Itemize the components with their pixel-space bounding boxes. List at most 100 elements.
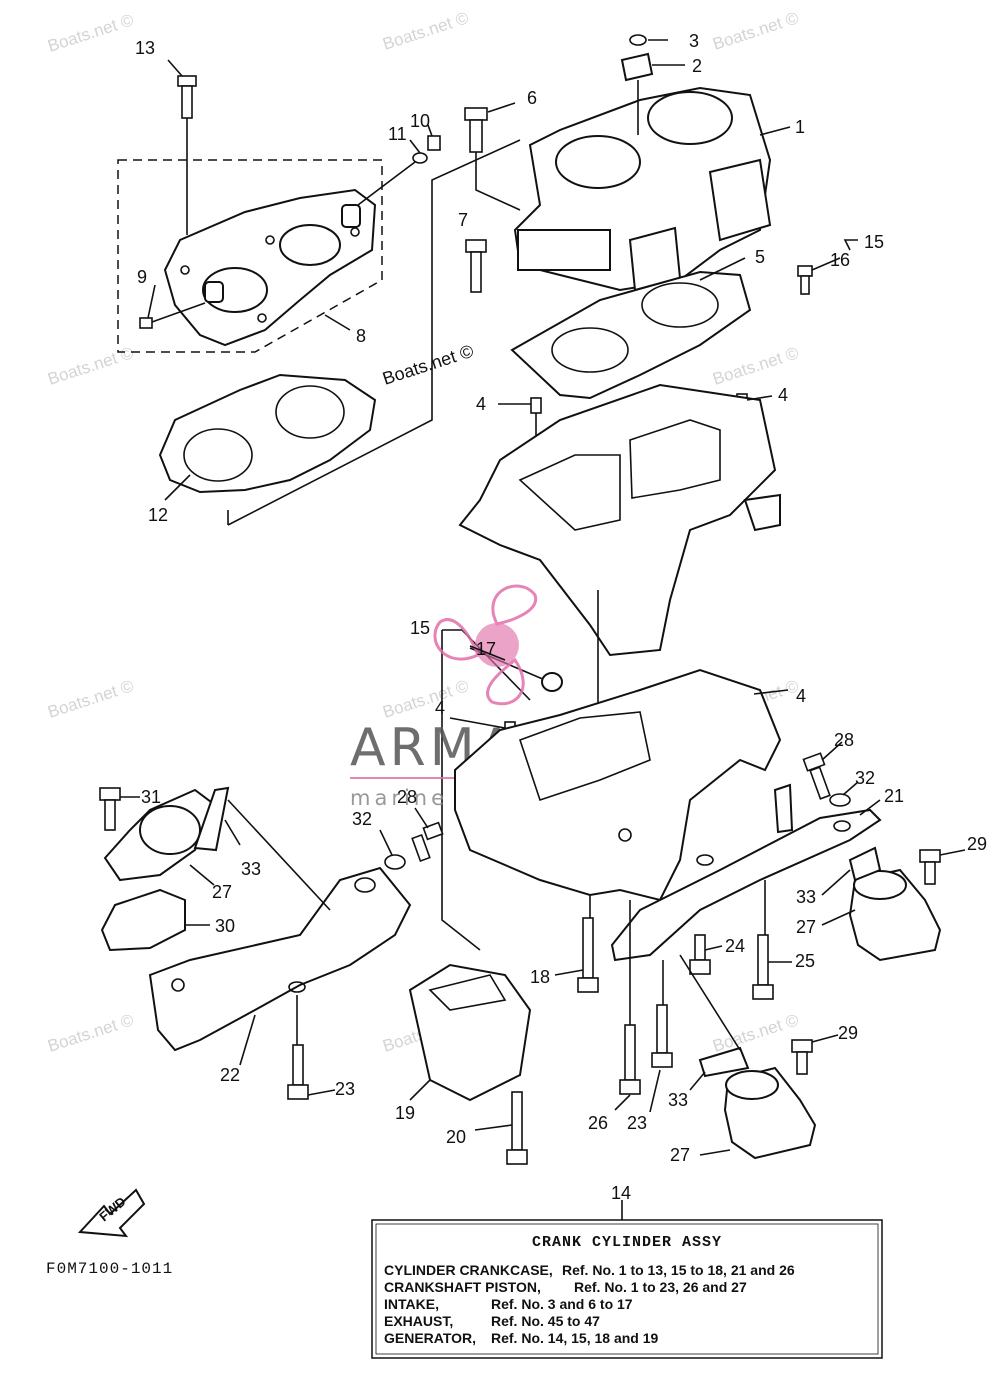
callout: 4 [796,686,806,706]
bolt-31 [99,787,121,831]
assy-row-name: EXHAUST, [384,1313,453,1329]
bolt-24 [689,934,711,975]
callout: 4 [435,698,445,718]
bolt-28-right [802,752,831,800]
leader-left-frame [441,630,481,951]
callout: 21 [884,786,904,806]
bracket-15-16 [843,239,858,251]
bolt-28-left [411,821,444,863]
callout: 3 [689,31,699,51]
bolt-16 [797,265,813,295]
mount-plate-30 [100,888,186,952]
callout: 15 [410,618,430,638]
washer-32-left [384,854,406,870]
bolt-7 [465,239,487,293]
callout: 12 [148,505,168,525]
callout: 9 [137,267,147,287]
callout: 6 [527,88,537,108]
callout: 18 [530,967,550,987]
callout: 23 [627,1113,647,1133]
cylinder-head-group-frame [117,159,383,353]
watermark: Boats.net © [380,676,471,722]
bolt-13 [177,75,197,235]
leader-lines [120,39,966,1220]
bolt-29-lower [791,1039,813,1075]
cylinder-gasket-5 [510,270,752,400]
callout: 25 [795,951,815,971]
callout: 13 [135,38,155,58]
assy-row-ref: Ref. No. 1 to 13, 15 to 18, 21 and 26 [562,1262,795,1278]
washer-32-right [829,793,851,807]
fwd-arrow-icon: FWD [77,1188,146,1238]
bolt-29-upper [919,849,941,885]
bolt-25 [752,934,774,1000]
bracket-19 [408,963,532,1102]
bolt-20 [506,1091,528,1165]
callout: 30 [215,916,235,936]
callout: 22 [220,1065,240,1085]
callout: 10 [410,111,430,131]
bolt-26 [619,1024,641,1095]
assy-row-name: CRANKSHAFT PISTON, [384,1279,541,1295]
callout: 29 [967,834,987,854]
stopper-33-right [848,846,882,882]
callout: 24 [725,936,745,956]
assy-row-ref: Ref. No. 45 to 47 [491,1313,600,1329]
callout: 27 [796,917,816,937]
cylinder-1 [513,86,772,292]
propeller-blade-icon [433,618,480,661]
callout: 32 [855,768,875,788]
watermark: Boats.net © [380,8,471,54]
bolt-9 [139,302,206,329]
propeller-blade-icon [486,657,525,706]
cylinder-head-8 [163,188,377,347]
bolt-18 [577,917,599,993]
callout: 14 [611,1183,631,1203]
assy-row-ref: Ref. No. 3 and 6 to 17 [491,1296,633,1312]
callout: 20 [446,1127,466,1147]
callout: 23 [335,1079,355,1099]
callout: 19 [395,1103,415,1123]
callout: 4 [778,385,788,405]
callout: 11 [388,124,407,144]
watermark: Boats.net © [45,10,136,56]
stopper-33-left [193,786,230,852]
dowel-pin-4 [530,397,542,414]
callout: 5 [755,247,765,267]
callout: 16 [830,250,850,270]
lower-crankcase [454,668,782,902]
bolt-6 [464,107,521,211]
watermark-center: Boats.net © [380,341,476,389]
bolt-23-right [651,1004,673,1068]
engine-mount-21 [610,783,882,962]
watermark: Boats.net © [45,343,136,389]
callout: 8 [356,326,366,346]
assy-row-ref: Ref. No. 1 to 23, 26 and 27 [574,1279,747,1295]
watermark: Boats.net © [710,1010,801,1056]
assy-row-name: GENERATOR, [384,1330,476,1346]
callout: 28 [397,787,417,807]
callout: 4 [476,394,486,414]
callout: 33 [796,887,816,907]
assy-row-ref: Ref. No. 14, 15, 18 and 19 [491,1330,659,1346]
callout: 32 [352,809,372,829]
callout: 1 [795,117,805,137]
mount-27-right-lower [723,1066,817,1160]
callout: 27 [670,1145,690,1165]
callout: 2 [692,56,702,76]
assy-box-title: CRANK CYLINDER ASSY [532,1234,722,1251]
callout: 29 [838,1023,858,1043]
assy-row-name: INTAKE, [384,1296,439,1312]
leader-15 [442,629,531,701]
callout: 31 [141,787,161,807]
callout: 15 [864,232,884,252]
watermark: Boats.net © [45,1010,136,1056]
callout: 33 [241,859,261,879]
callout: 33 [668,1090,688,1110]
callouts: 3 2 1 6 13 10 11 7 5 16 15 9 8 4 4 12 15… [135,31,987,1203]
bolt-23-left [287,1044,309,1100]
assy-row-name: CYLINDER CRANKCASE, [384,1262,553,1278]
engine-mount-22 [148,866,412,1052]
callout: 27 [212,882,232,902]
